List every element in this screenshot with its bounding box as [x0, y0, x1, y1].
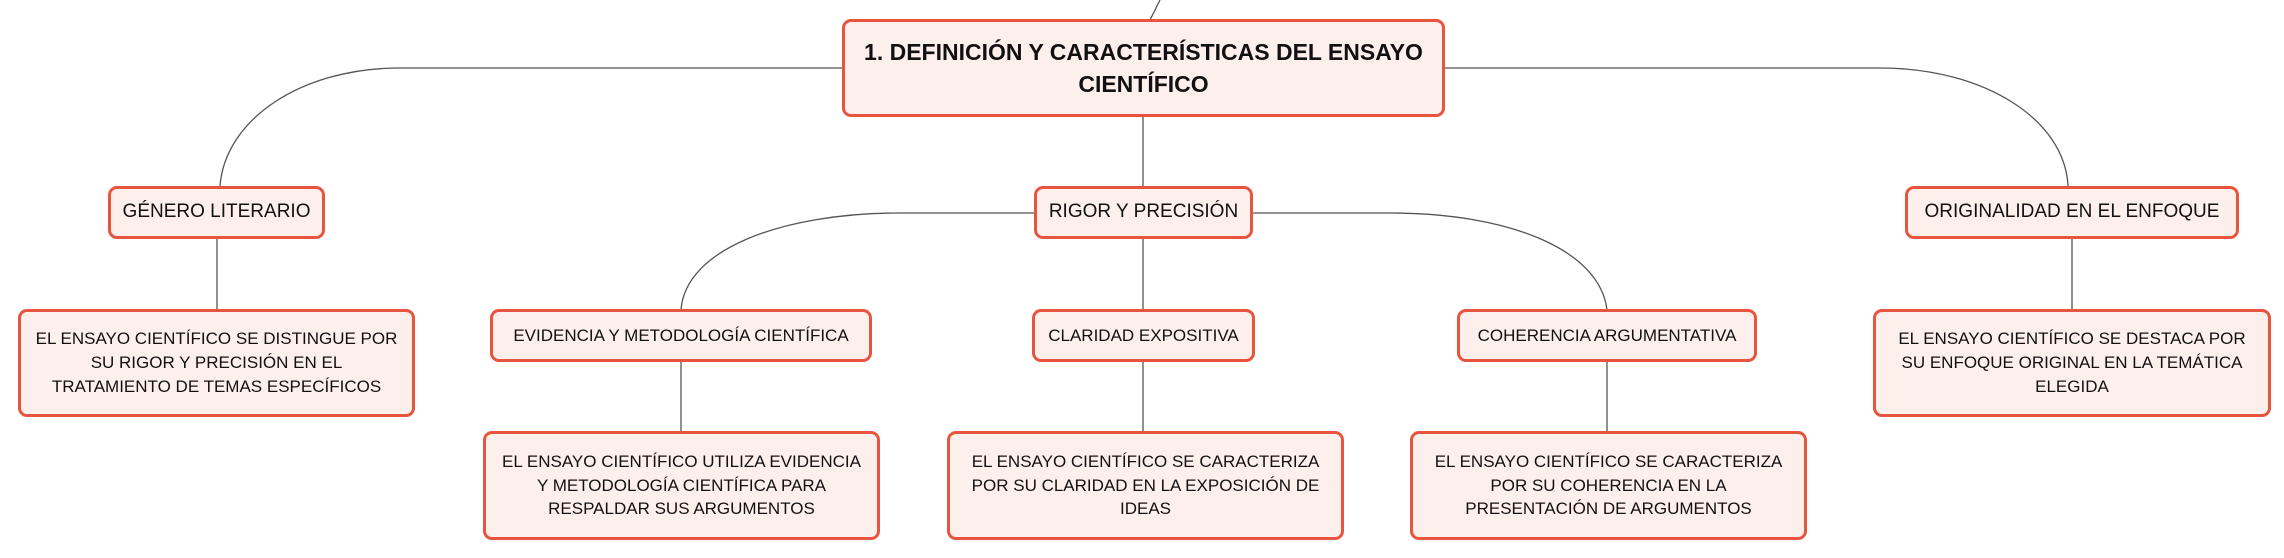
node-genero-literario[interactable]: GÉNERO LITERARIO	[108, 186, 325, 239]
node-genero-detail[interactable]: EL ENSAYO CIENTÍFICO SE DISTINGUE POR SU…	[18, 309, 415, 417]
node-rigor-precision[interactable]: RIGOR Y PRECISIÓN	[1034, 186, 1253, 239]
node-genero-literario-label: GÉNERO LITERARIO	[122, 201, 311, 223]
node-evidencia[interactable]: EVIDENCIA Y METODOLOGÍA CIENTÍFICA	[490, 309, 872, 362]
node-rigor-precision-label: RIGOR Y PRECISIÓN	[1048, 201, 1239, 223]
node-coherencia-detail-text: EL ENSAYO CIENTÍFICO SE CARACTERIZA POR …	[1434, 451, 1783, 519]
node-evidencia-detail[interactable]: EL ENSAYO CIENTÍFICO UTILIZA EVIDENCIA Y…	[483, 431, 880, 540]
node-genero-detail-text: EL ENSAYO CIENTÍFICO SE DISTINGUE POR SU…	[35, 329, 398, 396]
node-evidencia-label: EVIDENCIA Y METODOLOGÍA CIENTÍFICA	[513, 325, 849, 345]
root-node[interactable]: 1. DEFINICIÓN Y CARACTERÍSTICAS DEL ENSA…	[842, 19, 1445, 117]
node-originalidad-detail[interactable]: EL ENSAYO CIENTÍFICO SE DESTACA POR SU E…	[1873, 309, 2271, 417]
connector-rigor-coherencia	[1251, 212, 1608, 311]
connector-root-originalidad	[1444, 67, 2069, 187]
node-originalidad[interactable]: ORIGINALIDAD EN EL ENFOQUE	[1905, 186, 2239, 239]
node-coherencia[interactable]: COHERENCIA ARGUMENTATIVA	[1457, 309, 1757, 362]
node-coherencia-detail[interactable]: EL ENSAYO CIENTÍFICO SE CARACTERIZA POR …	[1410, 431, 1807, 540]
node-originalidad-label: ORIGINALIDAD EN EL ENFOQUE	[1924, 201, 2220, 223]
connector-rigor-evidencia	[680, 212, 1036, 311]
connector-to-parent	[1149, 0, 1161, 21]
connector-root-genero	[219, 67, 847, 187]
node-coherencia-label: COHERENCIA ARGUMENTATIVA	[1477, 325, 1737, 345]
node-claridad-detail-text: EL ENSAYO CIENTÍFICO SE CARACTERIZA POR …	[971, 451, 1320, 519]
root-title: 1. DEFINICIÓN Y CARACTERÍSTICAS DEL ENSA…	[864, 38, 1423, 97]
node-claridad[interactable]: CLARIDAD EXPOSITIVA	[1032, 309, 1255, 362]
node-originalidad-detail-text: EL ENSAYO CIENTÍFICO SE DESTACA POR SU E…	[1898, 329, 2246, 396]
node-claridad-detail[interactable]: EL ENSAYO CIENTÍFICO SE CARACTERIZA POR …	[947, 431, 1344, 540]
node-claridad-label: CLARIDAD EXPOSITIVA	[1048, 325, 1239, 345]
node-evidencia-detail-text: EL ENSAYO CIENTÍFICO UTILIZA EVIDENCIA Y…	[502, 451, 861, 519]
